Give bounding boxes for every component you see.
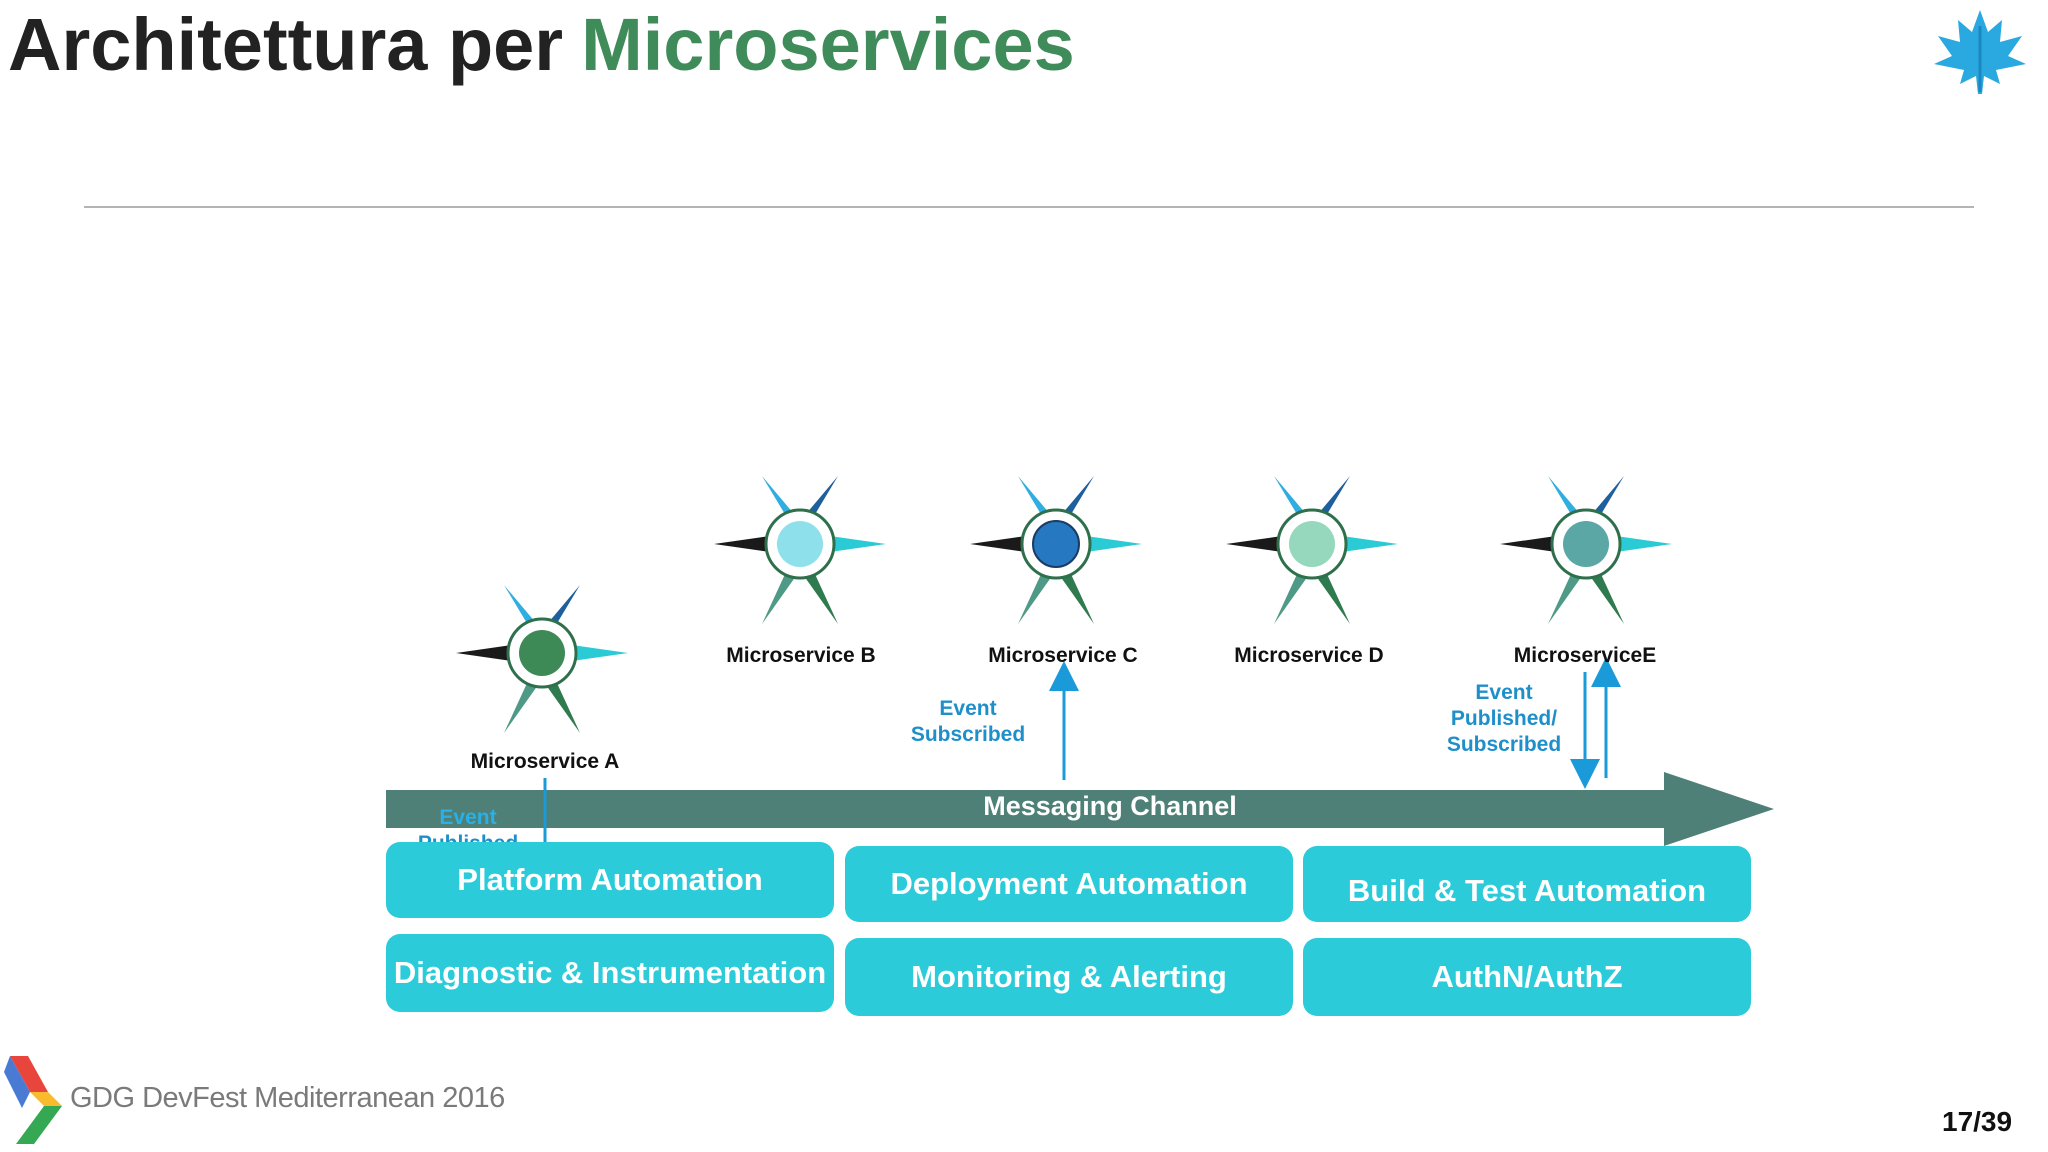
messaging-channel-arrow [386, 772, 1774, 846]
title-part1: Architettura per [8, 3, 564, 86]
microservice-e-label: MicroserviceE [1513, 644, 1657, 667]
microservice-c-label: Microservice C [988, 644, 1138, 667]
microservice-a-icon [454, 583, 630, 735]
title-divider [84, 206, 1974, 208]
tile-diagnostic-instrumentation: Diagnostic & Instrumentation [386, 934, 834, 1012]
microservice-e-icon [1498, 474, 1674, 626]
gdg-logo-icon [4, 1056, 62, 1144]
microservice-a-core [519, 630, 565, 676]
microservice-a-label: Microservice A [470, 750, 620, 773]
tile-deployment-automation: Deployment Automation [845, 846, 1293, 922]
tile-build-test-automation: Build & Test Automation [1303, 846, 1751, 922]
maple-leaf-logo-icon [1934, 10, 2026, 94]
microservice-b-label: Microservice B [726, 644, 876, 667]
microservice-b-icon [712, 474, 888, 626]
page-number: 17/39 [1942, 1106, 2013, 1137]
title-part2: Microservices [581, 3, 1075, 86]
microservice-d-label: Microservice D [1234, 644, 1384, 667]
footer-event-name: GDG DevFest Mediterranean 2016 [70, 1082, 505, 1114]
tile-monitoring-alerting: Monitoring & Alerting [845, 938, 1293, 1016]
event-subscribed-label: Event Subscribed [910, 697, 1026, 746]
microservice-d-icon [1224, 474, 1400, 626]
tile-authn-authz: AuthN/AuthZ [1303, 938, 1751, 1016]
event-published-subscribed-label: Event Published/ Subscribed [1446, 681, 1562, 756]
messaging-channel-label: Messaging Channel [983, 791, 1237, 821]
microservice-c-icon [968, 474, 1144, 626]
tile-platform-automation: Platform Automation [386, 842, 834, 918]
